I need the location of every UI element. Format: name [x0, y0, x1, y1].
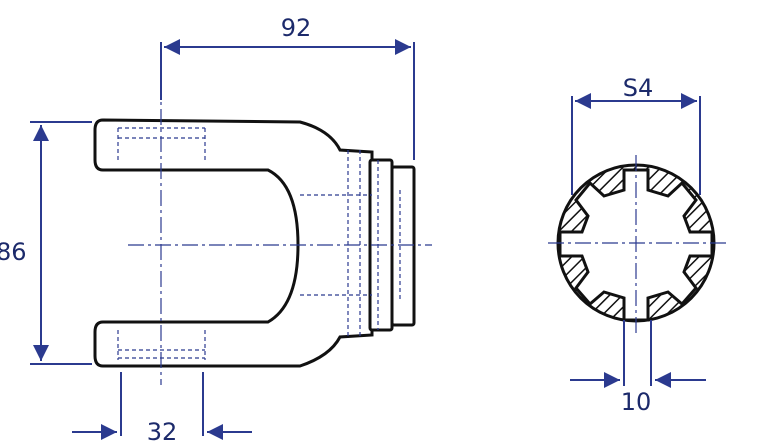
yoke-outline	[93, 118, 374, 368]
yoke-side-view	[93, 55, 432, 385]
dimension-length-label: 92	[281, 14, 312, 42]
dimension-key: 10	[570, 320, 706, 416]
yoke-flange	[390, 165, 416, 327]
dimension-length: 92	[160, 14, 415, 160]
dimension-height-label: 86	[0, 238, 27, 266]
dimension-bore: 32	[72, 372, 252, 446]
dimension-bore-label: 32	[147, 418, 178, 446]
dimension-height: 86	[0, 121, 92, 365]
dimension-spline-label: S4	[623, 74, 654, 102]
dimension-key-label: 10	[621, 388, 652, 416]
spline-end-view	[548, 155, 730, 335]
dimension-spline: S4	[571, 74, 701, 195]
